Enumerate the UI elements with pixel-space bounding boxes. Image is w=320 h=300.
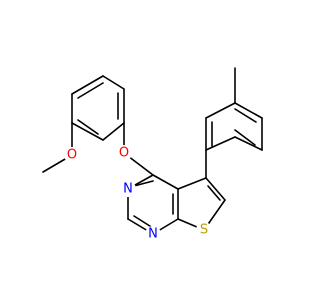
pyrimidine-nitrogen-3-label: N [123,182,133,197]
pyrimidine-nitrogen-1: N [145,226,161,242]
bond [234,102,263,119]
molecule-structure: O O N N S [42,67,263,242]
pyrimidine-nitrogen-3: N [120,181,136,197]
bond [234,129,256,146]
bond [133,180,154,187]
bond [71,75,104,95]
methoxy-oxygen: O [64,147,80,163]
ether-oxygen-label: O [119,146,129,161]
bond [71,122,104,141]
bond [102,75,125,90]
bond [77,82,104,99]
ether-oxygen: O [116,145,132,161]
methoxy-oxygen-label: O [67,148,77,163]
bond [205,136,236,151]
bond [234,136,263,151]
bond [234,108,257,123]
bond [77,119,99,135]
bond [205,102,236,119]
bond [102,122,125,141]
bonds [42,67,263,235]
thiophene-sulfur: S [196,222,212,238]
pyrimidine-nitrogen-1-label: N [148,227,158,242]
bond [205,177,226,201]
bond [177,177,207,190]
bond [207,185,221,201]
bond [152,174,179,190]
thiophene-sulfur-label: S [200,223,208,238]
atom-labels: O O N N S [64,145,212,242]
bond [133,215,154,229]
